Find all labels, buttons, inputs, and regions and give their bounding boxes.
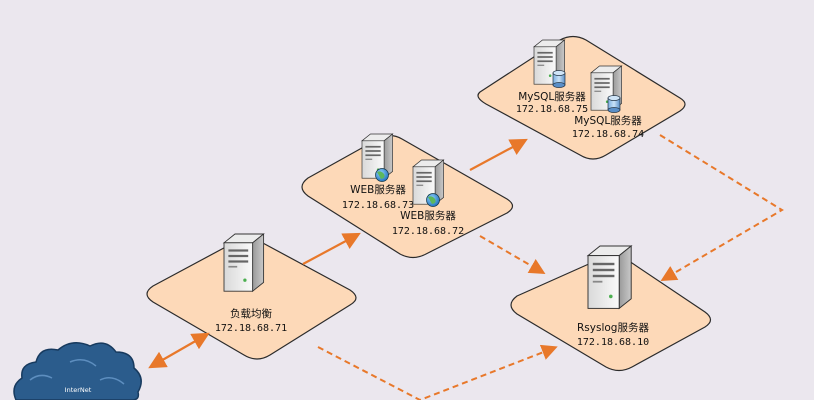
mysql-server-a: MySQL服务器 172.18.68.75: [516, 39, 588, 115]
lb-name: 负载均衡: [230, 307, 272, 320]
mysql-a-name: MySQL服务器: [518, 90, 586, 103]
database-icon: [552, 70, 566, 88]
server-icon: [223, 233, 265, 292]
dashed-web-to-rsyslog: [479, 235, 546, 275]
globe-icon: [375, 168, 389, 182]
internet-cloud: InterNet: [13, 342, 142, 400]
internet-label: InterNet: [65, 386, 92, 394]
mysql-a-ip: 172.18.68.75: [516, 104, 588, 115]
mysql-b-ip: 172.18.68.74: [572, 129, 644, 140]
web-a-name: WEB服务器: [350, 183, 406, 196]
dashed-lb-to-rsyslog: [317, 344, 558, 400]
arrow-internet-lb: [148, 332, 210, 369]
web-b-ip: 172.18.68.72: [392, 226, 464, 237]
mysql-b-name: MySQL服务器: [574, 114, 642, 127]
web-a-ip: 172.18.68.73: [342, 200, 414, 211]
server-icon: [587, 245, 632, 309]
database-icon: [607, 95, 621, 113]
dashed-mysql-to-rsyslog: [659, 134, 784, 282]
arrow-lb-to-web: [302, 232, 361, 265]
zone-mysql: [477, 35, 686, 160]
cloud-icon: [13, 342, 142, 400]
arrow-web-to-mysql: [469, 138, 528, 171]
web-server-a: WEB服务器 172.18.68.73: [342, 133, 414, 211]
lb-ip: 172.18.68.71: [215, 323, 287, 334]
zone-web: [301, 134, 514, 259]
globe-icon: [426, 193, 440, 207]
rsyslog-server: Rsyslog服务器 172.18.68.10: [577, 245, 649, 348]
web-b-name: WEB服务器: [400, 209, 456, 222]
rsyslog-ip: 172.18.68.10: [577, 337, 649, 348]
web-server-b: WEB服务器 172.18.68.72: [392, 159, 464, 237]
mysql-server-b: MySQL服务器 172.18.68.74: [572, 65, 644, 140]
load-balancer: 负载均衡 172.18.68.71: [215, 233, 287, 334]
rsyslog-name: Rsyslog服务器: [577, 321, 649, 334]
